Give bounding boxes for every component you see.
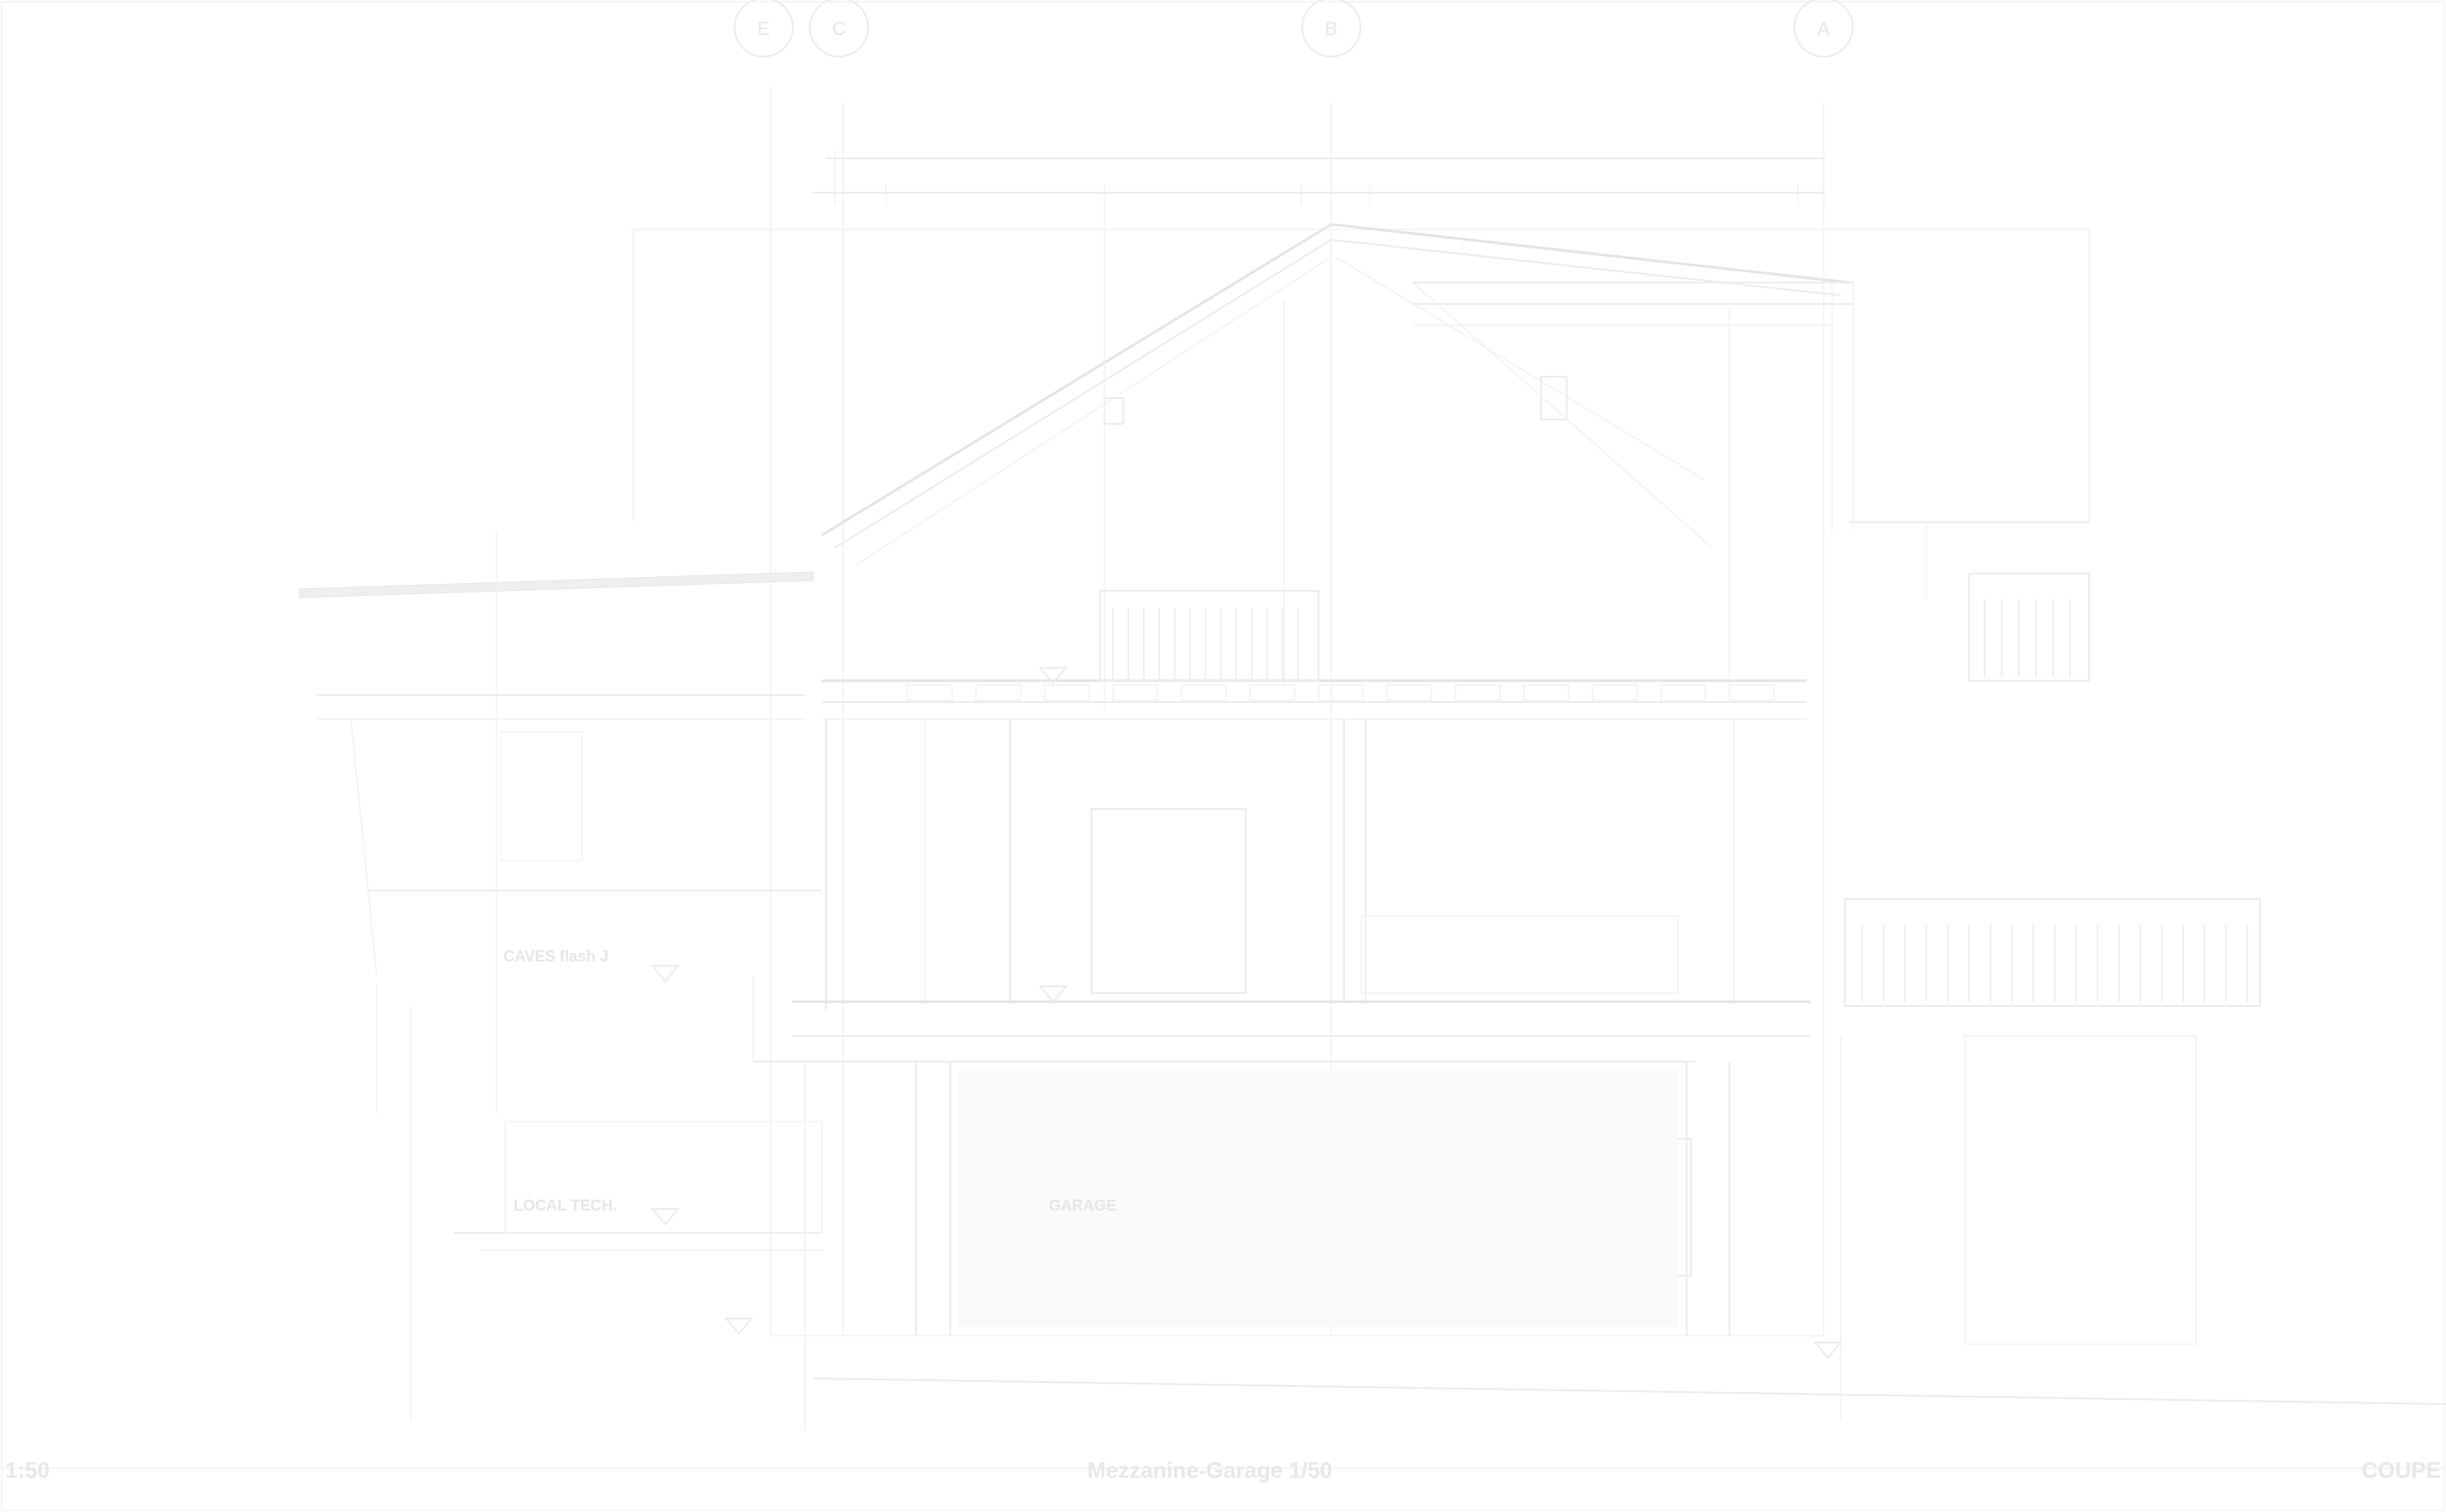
upper-floor-slab: [822, 679, 1806, 720]
upper-railing: [1099, 590, 1319, 682]
room-label-local-tech: LOCAL TECH.: [514, 1197, 617, 1214]
axis-label-a: A: [1818, 18, 1830, 39]
right-upper-railing: [1849, 521, 2090, 682]
axis-label-e: E: [758, 18, 771, 39]
right-lower-railing: [1844, 898, 2261, 1007]
axis-bubble-b: [1301, 0, 1361, 57]
room-label-garage: GARAGE: [1049, 1197, 1116, 1214]
sheet-label: COUPE: [2361, 1457, 2441, 1483]
lower-level: [410, 1006, 2446, 1430]
axis-bubble-a: [1794, 0, 1854, 57]
room-label-caves: CAVES flash J: [503, 948, 609, 965]
garage-fill: [959, 1070, 1678, 1327]
middle-level: [825, 719, 1735, 1010]
left-terrace: [299, 531, 822, 1113]
dimension-chains: [629, 150, 2090, 522]
axis-bubble-e: [734, 0, 794, 57]
scale-label: 1:50: [5, 1457, 51, 1483]
roof: [821, 201, 1854, 711]
axis-bubble-c: [809, 0, 869, 57]
roof-outline: [821, 223, 1850, 537]
axis-label-b: B: [1325, 18, 1338, 39]
grid-axes: E C B A: [734, 0, 1854, 1336]
drawing-title: Mezzanine-Garage 1/50: [1087, 1457, 1333, 1483]
axis-label-c: C: [832, 18, 846, 39]
level-markers: [650, 667, 1843, 1360]
middle-slab: [753, 976, 1811, 1063]
